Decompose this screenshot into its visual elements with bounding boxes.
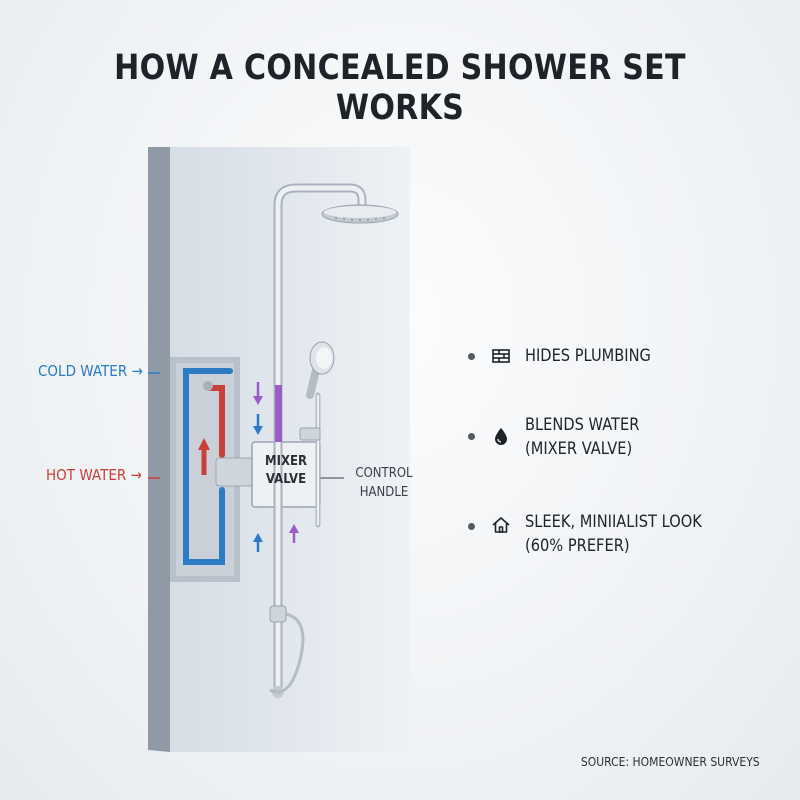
brick-wall-icon (492, 349, 510, 363)
mixer-valve (215, 441, 321, 508)
feature-hides-plumbing: HIDES PLUMBING (468, 344, 671, 368)
feature-text: SLEEK, MINIIALIST LOOK (60% PREFER) (525, 512, 702, 556)
page-title: HOW A CONCEALED SHOWER SET WORKS (114, 48, 686, 128)
flow-arrows (148, 372, 344, 552)
bullet (468, 353, 475, 360)
cold-water-label: COLD WATER → (38, 362, 143, 380)
hand-shower (269, 341, 335, 694)
hot-water-label: HOT WATER → (46, 466, 142, 484)
bullet (468, 433, 475, 440)
feature-text: BLENDS WATER (MIXER VALVE) (525, 415, 640, 459)
mixer-valve-label: MIXER VALVE (264, 454, 308, 487)
water-drop-icon (495, 428, 507, 445)
source-note: SOURCE: HOMEOWNER SURVEYS (581, 755, 760, 769)
control-handle-label: CONTROL HANDLE (355, 466, 413, 500)
feature-blends-water: BLENDS WATER (MIXER VALVE) (468, 413, 658, 461)
house-icon (492, 517, 510, 533)
cold-water-pipe (183, 368, 233, 565)
hot-water-pipe (198, 381, 225, 475)
feature-text: HIDES PLUMBING (525, 346, 651, 366)
bullet (468, 523, 475, 530)
rain-shower-head (321, 204, 399, 224)
feature-sleek-look: SLEEK, MINIIALIST LOOK (60% PREFER) (468, 510, 731, 558)
